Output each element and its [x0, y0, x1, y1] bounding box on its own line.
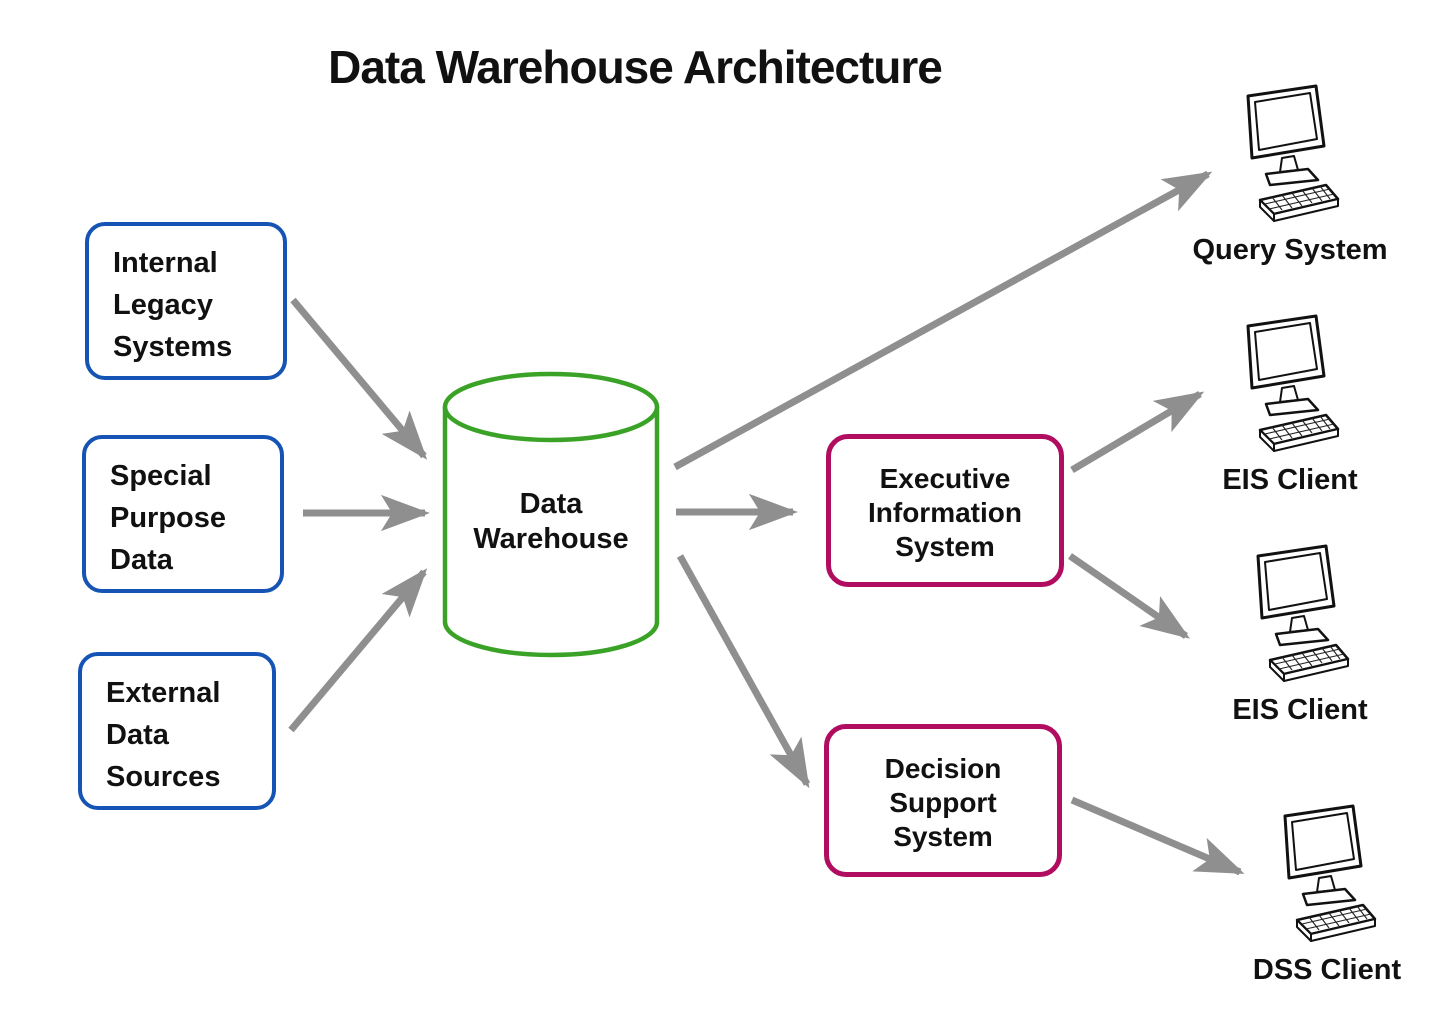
node-executive-information-system: Executive Information System	[826, 434, 1064, 587]
node-eis-client-1: EIS Client	[1170, 312, 1410, 497]
computer-icon	[1267, 802, 1387, 952]
node-label-line: Data	[110, 544, 173, 576]
data-warehouse-label: Data Warehouse	[473, 487, 628, 557]
database-cylinder-icon	[442, 371, 660, 658]
computer-icon	[1230, 82, 1350, 232]
arrow-warehouse-to-dss	[676, 554, 811, 789]
node-label-line: External	[106, 677, 221, 709]
node-label-line: Executive	[879, 463, 1011, 494]
diagram-title: Data Warehouse Architecture	[328, 41, 943, 93]
node-label-line: Information	[868, 497, 1022, 528]
node-label-line: Purpose	[110, 502, 227, 534]
node-label-line: Sources	[106, 761, 221, 793]
node-label-line: Internal	[113, 247, 218, 279]
node-internal-legacy-systems: Internal Legacy Systems	[85, 222, 287, 380]
node-label-line: System	[893, 821, 993, 852]
node-label-line: Warehouse	[473, 523, 629, 555]
node-label-line: Special	[110, 460, 212, 492]
node-dss-client: DSS Client	[1207, 802, 1447, 987]
node-data-warehouse	[433, 362, 669, 668]
client-label: DSS Client	[1252, 954, 1402, 986]
node-label-line: Decision	[884, 753, 1002, 784]
arrow-internal-legacy-to-warehouse	[290, 297, 428, 460]
node-external-data-sources: External Data Sources	[78, 652, 276, 810]
node-label-line: Data	[519, 488, 583, 520]
client-label: Query System	[1192, 234, 1388, 266]
node-label-line: Data	[106, 719, 169, 751]
node-eis-client-2: EIS Client	[1180, 542, 1420, 727]
client-label: EIS Client	[1232, 694, 1368, 726]
arrow-eis-to-eis-client-2	[1068, 553, 1191, 639]
node-query-system-client: Query System	[1170, 82, 1410, 267]
arrow-warehouse-to-query-system	[673, 170, 1213, 471]
arrow-external-data-to-warehouse	[288, 568, 428, 733]
node-special-purpose-data: Special Purpose Data	[82, 435, 284, 593]
node-decision-support-system: Decision Support System	[824, 724, 1062, 877]
node-label-line: Systems	[113, 331, 233, 363]
node-label-line: System	[895, 531, 995, 562]
computer-icon	[1240, 542, 1360, 692]
computer-icon	[1230, 312, 1350, 462]
node-label-line: Legacy	[113, 289, 213, 321]
client-label: EIS Client	[1222, 464, 1358, 496]
node-label-line: Support	[889, 787, 997, 818]
